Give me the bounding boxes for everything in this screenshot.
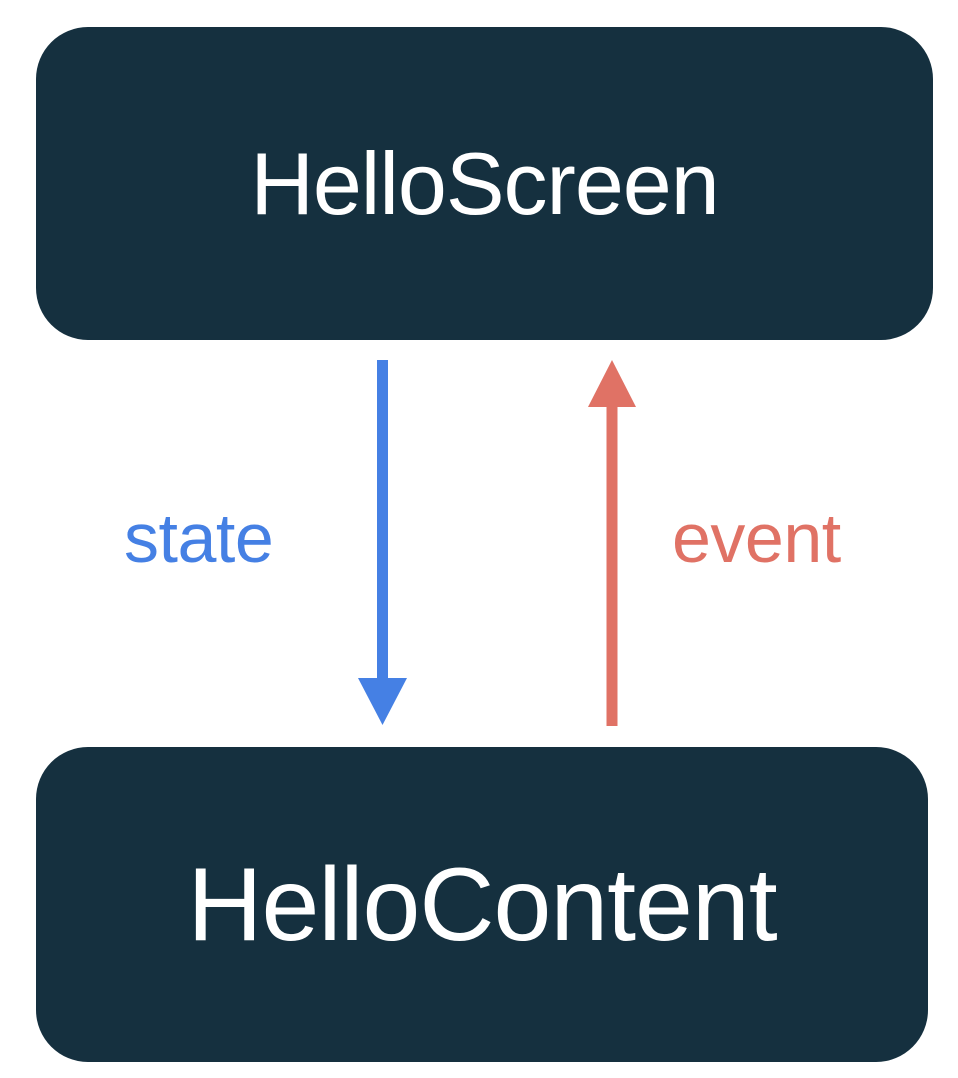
edge-label-event: event xyxy=(672,499,841,577)
event-arrow-up-icon xyxy=(588,360,636,726)
edge-label-state: state xyxy=(124,499,274,577)
node-hello-screen[interactable]: HelloScreen xyxy=(36,27,933,340)
node-hello-content-label: HelloContent xyxy=(187,846,777,963)
node-hello-screen-label: HelloScreen xyxy=(250,133,719,233)
state-arrow-down-icon xyxy=(358,360,407,725)
node-hello-content[interactable]: HelloContent xyxy=(36,747,928,1062)
